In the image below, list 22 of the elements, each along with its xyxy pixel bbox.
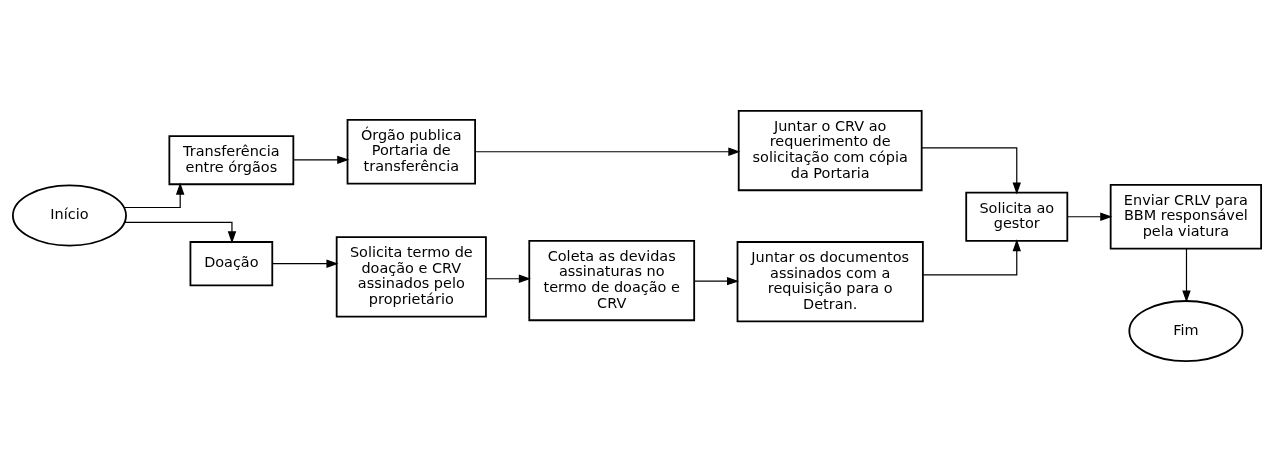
arrow: [1066, 212, 1113, 221]
arrow: [922, 239, 1021, 276]
node-box: Transferência entre órgãos: [168, 135, 295, 186]
node-ellipse: Fim: [1128, 300, 1244, 363]
node-ellipse: Início: [11, 184, 127, 247]
arrow: [921, 147, 1021, 195]
node-box: Juntar o CRV ao requerimento de solicitação com cópia da Portaria: [737, 109, 923, 192]
node-box: Doação: [189, 241, 274, 287]
node-box: Órgão publica Portaria de transferência: [346, 118, 476, 185]
arrow: [485, 274, 531, 283]
node-box: Solicita termo de doação e CRV assinados pelo proprietário: [335, 236, 487, 318]
node-box: Solicita ao gestor: [965, 191, 1069, 242]
arrow: [293, 155, 350, 165]
arrow: [693, 276, 740, 286]
arrow: [123, 182, 185, 209]
arrow: [1182, 248, 1191, 303]
arrow: [272, 259, 339, 268]
node-box: Coleta as devidas assinaturas no termo de doação e CRV: [528, 239, 696, 322]
node-box: Juntar os documentos assinados com a requisição para o Detran.: [736, 241, 924, 323]
node-box: Enviar CRLV para BBM responsável pela viatura: [1109, 183, 1263, 250]
arrow: [124, 221, 237, 244]
arrow: [474, 147, 741, 156]
